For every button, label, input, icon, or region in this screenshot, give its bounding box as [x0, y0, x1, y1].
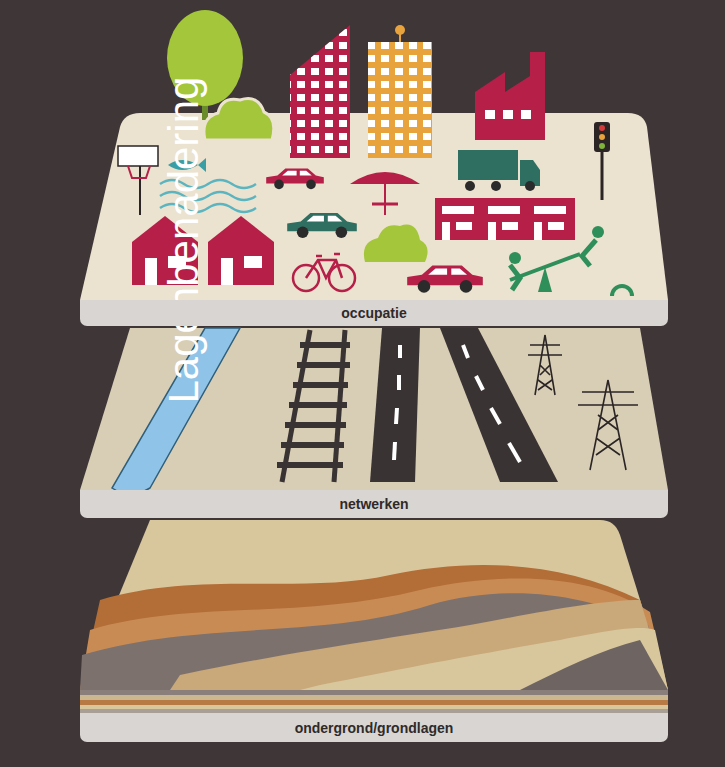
- network-plate-part-part: [394, 442, 395, 460]
- building-icons-part: [521, 110, 531, 119]
- soil-strata-part: [80, 690, 668, 695]
- leisure-icons-part: [384, 176, 386, 215]
- layer-band: netwerken: [80, 490, 668, 518]
- building-icons-part-part: [534, 206, 566, 214]
- soil-strata-part: [80, 593, 668, 690]
- soil-strata-part: [170, 600, 668, 690]
- traffic-icons-part: [594, 122, 610, 152]
- network-plate-part-part: [398, 345, 402, 358]
- building-icons-part: [395, 25, 405, 35]
- layer-label: ondergrond/grondlagen: [295, 720, 454, 736]
- traffic-icons-part: [458, 150, 518, 180]
- building-icons-part: [145, 258, 157, 285]
- traffic-icons-part: [266, 168, 324, 189]
- network-plate-part-part: [297, 362, 350, 368]
- traffic-icons-part: [599, 143, 605, 149]
- leisure-icons-part: [510, 265, 520, 290]
- leisure-icons-part: [139, 160, 141, 215]
- traffic-icons: [266, 122, 610, 293]
- network-plate-part: [440, 328, 558, 482]
- soil-strata-part: [80, 578, 668, 690]
- leisure-icons-part: [118, 146, 158, 166]
- soil-strata-part: [80, 705, 668, 709]
- building-icons-part: [442, 206, 566, 240]
- leisure-icons-part: [509, 252, 521, 264]
- network-plate-part-part: [491, 408, 500, 424]
- network-plate-part-part: [509, 443, 520, 462]
- building-icons-part-part: [488, 222, 496, 240]
- network-plate-part-part: [528, 335, 562, 395]
- layer-band: ondergrond/grondlagen: [80, 713, 668, 742]
- building-icons-part: [290, 25, 350, 158]
- layer-label: occupatie: [341, 305, 406, 321]
- layer-label: netwerken: [339, 496, 408, 512]
- network-plate-part-part: [578, 380, 638, 470]
- network-plate-part-part: [300, 342, 350, 348]
- traffic-icons-part: [465, 181, 475, 191]
- network-plate-part-part: [293, 382, 348, 388]
- leisure-icons-part: [372, 203, 398, 206]
- layer-band: occupatie: [80, 300, 668, 326]
- traffic-icons-part: [491, 181, 501, 191]
- traffic-icons-part: [601, 150, 604, 200]
- soil-strata-part: [300, 628, 668, 690]
- traffic-icons-part: [599, 134, 605, 140]
- leisure-icons-part: [128, 166, 150, 178]
- network-plate-part: [394, 345, 520, 462]
- building-icons-part-part: [442, 206, 474, 214]
- traffic-icons-part: [407, 265, 483, 292]
- traffic-icons-part: [287, 213, 357, 238]
- soil-strata-part: [520, 640, 668, 690]
- building-icons-part-part: [502, 222, 518, 230]
- building-icons-part-part: [442, 222, 450, 240]
- building-icons-part: [485, 110, 495, 119]
- network-plate-part: [370, 328, 420, 482]
- building-icons-part: [368, 42, 432, 158]
- building-icons-part: [244, 256, 262, 268]
- network-plate-part-part: [396, 408, 397, 424]
- network-plate-part-part: [281, 442, 344, 448]
- network-plate-part-part: [397, 375, 401, 390]
- soil-strata-part: [80, 695, 668, 700]
- traffic-icons-part: [525, 181, 535, 191]
- soil-strata-part: [80, 700, 668, 705]
- network-plate-part-part: [285, 422, 346, 428]
- network-plate-part-part: [289, 402, 347, 408]
- traffic-icons-part: [293, 254, 355, 291]
- network-plate-part: [277, 345, 350, 465]
- building-icons-part: [290, 25, 350, 158]
- network-plate-part-part: [463, 345, 468, 358]
- network-plate-part-part: [277, 462, 343, 468]
- building-icons-part: [368, 42, 432, 158]
- building-icons-part: [435, 198, 575, 240]
- leisure-icons-part: [612, 286, 632, 296]
- network-plate-part-part: [476, 376, 483, 390]
- soil-strata-part: [80, 565, 668, 690]
- soil-strata-part: [80, 520, 668, 690]
- tree-icons-part: [204, 99, 274, 141]
- traffic-icons-part: [599, 125, 605, 131]
- leisure-icons-part: [538, 267, 552, 292]
- tree-icons-part: [364, 225, 428, 262]
- soil-strata: [80, 520, 668, 713]
- leisure-icons-part: [592, 226, 604, 238]
- building-icons-part: [208, 216, 274, 285]
- building-icons-part-part: [456, 222, 472, 230]
- diagram-title: Lagenbenadering: [161, 76, 207, 403]
- network-plate-part: [528, 335, 638, 470]
- building-icons-part-part: [548, 222, 564, 230]
- leisure-icons-part: [582, 240, 596, 266]
- building-icons-part: [503, 110, 513, 119]
- building-icons-part-part: [534, 222, 542, 240]
- building-icons-part: [221, 258, 233, 285]
- building-icons-part: [475, 52, 545, 140]
- building-icons-part-part: [488, 206, 520, 214]
- traffic-icons-part-part: [306, 254, 342, 278]
